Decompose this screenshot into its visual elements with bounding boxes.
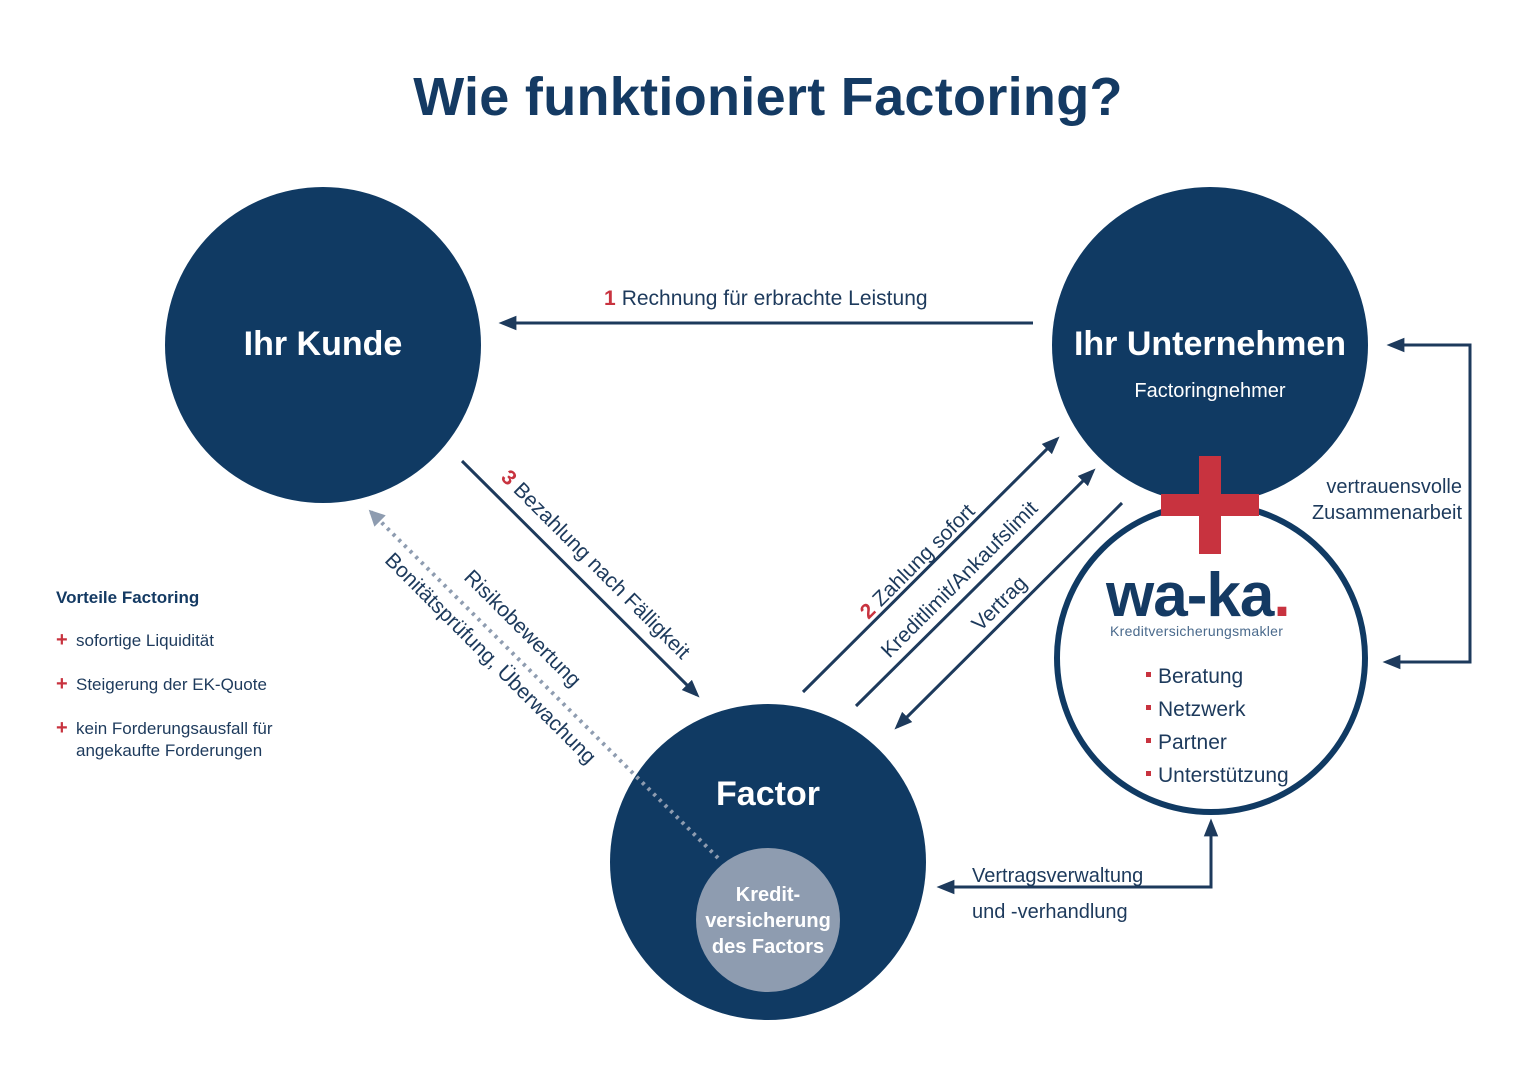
arrow-vertrag (894, 501, 1124, 730)
arrow-bezahlung (460, 459, 700, 698)
waka-tagline: Kreditversicherungsmakler (1110, 623, 1284, 639)
kreditversicherung-circle (696, 848, 840, 992)
bullet-icon (1146, 671, 1151, 677)
kreditversicherung-label: Kredit- versicherung des Factors (705, 884, 831, 958)
kunde-label: Ihr Kunde (243, 325, 403, 363)
page-title: Wie funktioniert Factoring? (413, 67, 1123, 127)
factor-label: Factor (716, 775, 820, 813)
arrow-bonitaet (368, 509, 720, 860)
service-item: Beratung (1146, 660, 1289, 693)
plus-icon: + (56, 717, 68, 739)
plus-icon-horizontal (1161, 494, 1259, 516)
advantages-title: Vorteile Factoring (56, 588, 200, 607)
bullet-icon (1146, 737, 1151, 743)
waka-services: Beratung Netzwerk Partner Unterstützung (1146, 660, 1289, 792)
service-item: Unterstützung (1146, 759, 1289, 792)
plus-icon: + (56, 629, 68, 651)
arrow-zusammenarbeit (1386, 337, 1472, 664)
zusammenarbeit-label: vertrauensvolle Zusammenarbeit (1311, 476, 1462, 524)
advantage-item: +kein Forderungsausfall für angekaufte F… (56, 717, 273, 760)
waka-logo: wa-ka. (1106, 561, 1291, 630)
arrow-vertragsverwaltung (942, 818, 1219, 889)
plus-icon: + (56, 673, 68, 695)
advantage-item: +Steigerung der EK-Quote (56, 673, 267, 695)
vertragsverwaltung-label: Vertragsverwaltung und -verhandlung (972, 865, 1144, 923)
unternehmen-label: Ihr Unternehmen (1073, 325, 1347, 363)
advantage-item: +sofortige Liquidität (56, 629, 214, 651)
arrow-kreditlimit (854, 468, 1096, 708)
service-item: Netzwerk (1146, 693, 1289, 726)
advantages-list: +sofortige Liquidität +Steigerung der EK… (56, 629, 356, 784)
arrow-zahlung (801, 436, 1060, 694)
service-item: Partner (1146, 726, 1289, 759)
kunde-circle (165, 187, 481, 503)
bullet-icon (1146, 704, 1151, 710)
unternehmen-sublabel: Factoringnehmer (1134, 380, 1286, 402)
unternehmen-circle (1052, 187, 1368, 503)
bullet-icon (1146, 770, 1151, 776)
